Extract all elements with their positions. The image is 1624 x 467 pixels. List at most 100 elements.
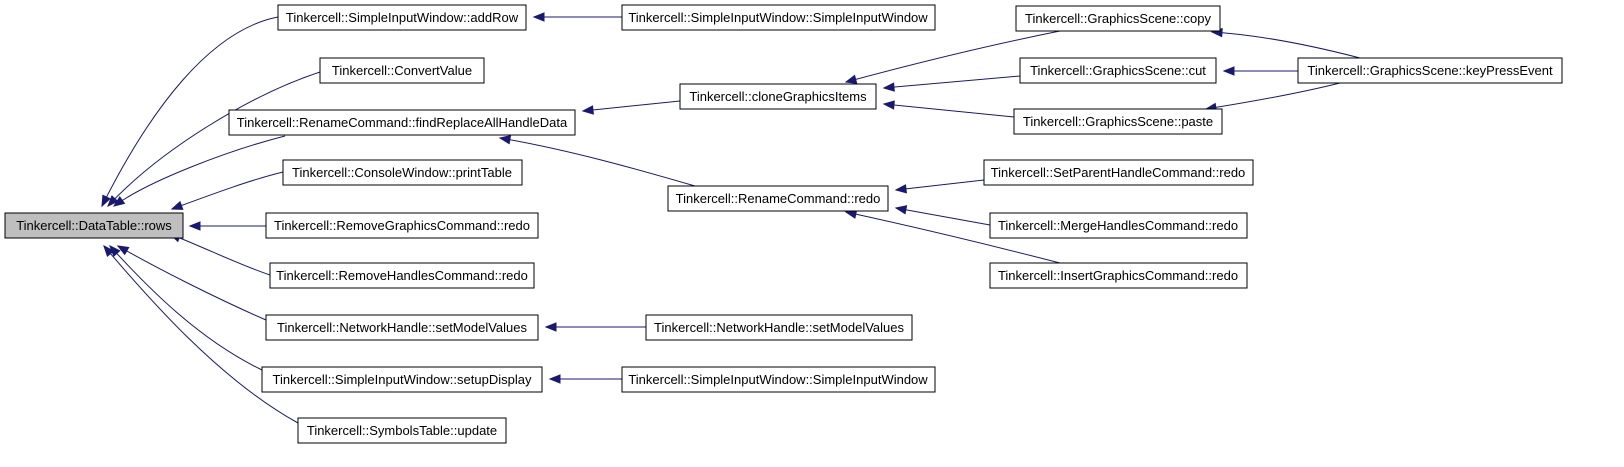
node-rename_redo[interactable]: Tinkercell::RenameCommand::redo <box>667 185 889 212</box>
arrowhead-icon <box>544 322 557 332</box>
edge-gs_paste-to-clone_gfx <box>882 100 1015 118</box>
node-net_setmodel_2[interactable]: Tinkercell::NetworkHandle::setModelValue… <box>645 314 913 341</box>
edge-line <box>113 135 286 207</box>
edge-gs_copy-to-clone_gfx <box>844 30 1061 84</box>
node-sim_ctor_1[interactable]: Tinkercell::SimpleInputWindow::SimpleInp… <box>621 4 936 31</box>
arrowhead-icon <box>581 105 594 115</box>
node-insert_gfx_redo[interactable]: Tinkercell::InsertGraphicsCommand::redo <box>989 262 1248 289</box>
edge-sim_ctor_2-to-sim_setup <box>548 374 622 384</box>
node-gs_keypress[interactable]: Tinkercell::GraphicsScene::keyPressEvent <box>1297 57 1563 84</box>
arrowhead-icon <box>548 374 561 384</box>
node-label-sim_ctor_2: Tinkercell::SimpleInputWindow::SimpleInp… <box>628 372 928 387</box>
arrowhead-icon <box>170 200 184 210</box>
node-label-merge_redo: Tinkercell::MergeHandlesCommand::redo <box>998 218 1238 233</box>
node-box-gs_cut[interactable] <box>1019 57 1217 84</box>
edge-console_print-to-root <box>170 171 284 210</box>
edge-line <box>169 233 271 276</box>
edge-convert-to-root <box>107 71 321 207</box>
arrowhead-icon <box>1222 66 1235 76</box>
arrowhead-icon <box>498 135 512 145</box>
edge-line <box>101 16 279 207</box>
node-sim_setup[interactable]: Tinkercell::SimpleInputWindow::setupDisp… <box>261 366 543 393</box>
node-label-sim_addrow: Tinkercell::SimpleInputWindow::addRow <box>286 10 519 25</box>
edge-gs_keypress-to-gs_paste <box>1204 82 1341 113</box>
edge-line <box>171 171 284 210</box>
node-box-sim_ctor_1[interactable] <box>621 4 936 31</box>
node-symbols_update[interactable]: Tinkercell::SymbolsTable::update <box>297 417 507 444</box>
edge-line <box>883 103 1015 118</box>
node-label-insert_gfx_redo: Tinkercell::InsertGraphicsCommand::redo <box>998 268 1238 283</box>
node-label-clone_gfx: Tinkercell::cloneGraphicsItems <box>689 89 867 104</box>
arrowhead-icon <box>894 184 907 194</box>
node-box-rename_redo[interactable] <box>667 185 889 212</box>
node-box-remove_gfx[interactable] <box>265 212 539 239</box>
edge-rename_find-to-root <box>112 135 286 207</box>
node-remove_gfx[interactable]: Tinkercell::RemoveGraphicsCommand::redo <box>265 212 539 239</box>
node-gs_cut[interactable]: Tinkercell::GraphicsScene::cut <box>1019 57 1217 84</box>
edge-line <box>103 245 299 424</box>
edge-gs_keypress-to-gs_copy <box>1210 27 1361 59</box>
node-net_setmodel[interactable]: Tinkercell::NetworkHandle::setModelValue… <box>265 314 539 341</box>
node-box-insert_gfx_redo[interactable] <box>989 262 1248 289</box>
node-label-convert: Tinkercell::ConvertValue <box>332 63 472 78</box>
node-rename_find[interactable]: Tinkercell::RenameCommand::findReplaceAl… <box>228 109 576 136</box>
edge-line <box>107 71 321 207</box>
node-box-sim_ctor_2[interactable] <box>621 366 936 393</box>
node-label-gs_paste: Tinkercell::GraphicsScene::paste <box>1023 114 1213 129</box>
arrowhead-icon <box>882 82 895 92</box>
node-box-net_setmodel_2[interactable] <box>645 314 913 341</box>
edge-gs_cut-to-clone_gfx <box>882 75 1021 92</box>
edge-sim_ctor_1-to-sim_addrow <box>532 12 622 22</box>
edge-net_setmodel-to-root <box>116 245 267 321</box>
node-box-rename_find[interactable] <box>228 109 576 136</box>
node-label-remove_handles: Tinkercell::RemoveHandlesCommand::redo <box>276 268 528 283</box>
node-box-convert[interactable] <box>319 57 485 84</box>
node-remove_handles[interactable]: Tinkercell::RemoveHandlesCommand::redo <box>269 262 535 289</box>
edge-remove_handles-to-root <box>168 233 271 276</box>
node-label-sim_setup: Tinkercell::SimpleInputWindow::setupDisp… <box>273 372 532 387</box>
arrowhead-icon <box>894 205 908 215</box>
node-root[interactable]: Tinkercell::DataTable::rows <box>4 212 184 239</box>
node-box-clone_gfx[interactable] <box>679 83 877 110</box>
edge-line <box>109 245 263 371</box>
node-box-sim_setup[interactable] <box>261 366 543 393</box>
node-label-gs_copy: Tinkercell::GraphicsScene::copy <box>1025 11 1211 26</box>
edge-merge_redo-to-rename_redo <box>894 205 991 226</box>
node-sim_addrow[interactable]: Tinkercell::SimpleInputWindow::addRow <box>277 4 527 31</box>
edge-gs_keypress-to-gs_cut <box>1222 66 1298 76</box>
node-box-net_setmodel[interactable] <box>265 314 539 341</box>
node-box-merge_redo[interactable] <box>989 212 1248 239</box>
edge-line <box>1211 31 1361 59</box>
arrowhead-icon <box>112 196 126 207</box>
node-sim_ctor_2[interactable]: Tinkercell::SimpleInputWindow::SimpleInp… <box>621 366 936 393</box>
node-box-console_print[interactable] <box>282 159 523 186</box>
edge-symbols_update-to-root <box>103 244 299 424</box>
node-merge_redo[interactable]: Tinkercell::MergeHandlesCommand::redo <box>989 212 1248 239</box>
edges-layer <box>101 12 1361 424</box>
edge-line <box>845 211 1061 264</box>
node-box-root[interactable] <box>4 212 184 239</box>
node-label-net_setmodel: Tinkercell::NetworkHandle::setModelValue… <box>277 320 527 335</box>
node-console_print[interactable]: Tinkercell::ConsoleWindow::printTable <box>282 159 523 186</box>
node-box-gs_paste[interactable] <box>1013 108 1223 135</box>
node-gs_paste[interactable]: Tinkercell::GraphicsScene::paste <box>1013 108 1223 135</box>
edge-line <box>499 137 696 187</box>
nodes-layer: Tinkercell::DataTable::rows Tinkercell::… <box>4 4 1563 444</box>
node-label-gs_cut: Tinkercell::GraphicsScene::cut <box>1030 63 1206 78</box>
arrowhead-icon <box>532 12 545 22</box>
node-clone_gfx[interactable]: Tinkercell::cloneGraphicsItems <box>679 83 877 110</box>
edge-line <box>845 30 1061 83</box>
node-setparent_redo[interactable]: Tinkercell::SetParentHandleCommand::redo <box>983 159 1254 186</box>
edge-clone_gfx-to-rename_find <box>581 100 681 115</box>
arrowhead-icon <box>882 100 895 110</box>
node-box-gs_keypress[interactable] <box>1297 57 1563 84</box>
node-convert[interactable]: Tinkercell::ConvertValue <box>319 57 485 84</box>
node-box-sim_addrow[interactable] <box>277 4 527 31</box>
edge-rename_redo-to-rename_find <box>498 135 696 187</box>
node-box-symbols_update[interactable] <box>297 417 507 444</box>
node-gs_copy[interactable]: Tinkercell::GraphicsScene::copy <box>1015 5 1221 32</box>
node-box-gs_copy[interactable] <box>1015 5 1221 32</box>
node-box-setparent_redo[interactable] <box>983 159 1254 186</box>
node-box-remove_handles[interactable] <box>269 262 535 289</box>
